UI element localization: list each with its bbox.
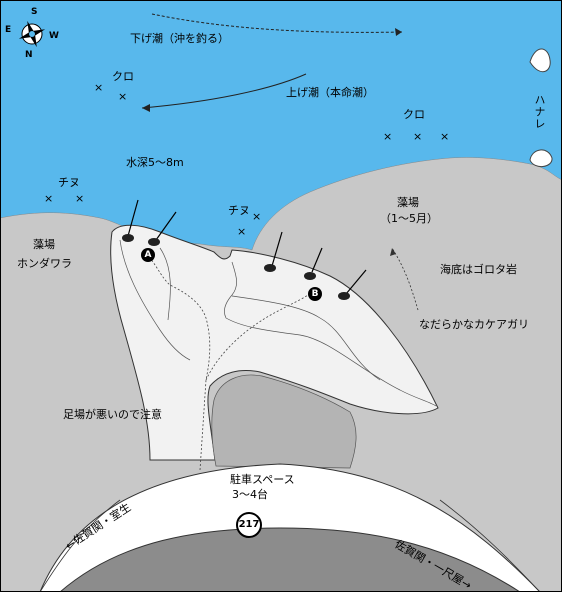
slope-label: なだらかなカケアガリ	[419, 318, 529, 331]
falling-tide-arrow	[151, 13, 403, 33]
fish-marker: ×	[118, 90, 128, 103]
falling-tide-label: 下げ潮（沖を釣る）	[130, 32, 229, 45]
offshore-rock-2	[529, 149, 553, 167]
contour-line-1	[119, 239, 191, 361]
route-217-shield: 217	[236, 512, 262, 538]
fish-marker: ×	[252, 210, 262, 223]
rocky-peninsula	[110, 224, 439, 461]
compass-east: E	[5, 25, 12, 35]
compass-south: S	[31, 7, 38, 17]
water-depth-label: 水深5～8m	[126, 156, 184, 169]
road-217	[59, 527, 521, 592]
fish-marker: ×	[75, 192, 85, 205]
fish-marker: ×	[383, 130, 393, 143]
headland-label: ハナレ	[533, 94, 546, 130]
seabed-label: 海底はゴロタ岩	[440, 263, 517, 276]
seaweed-left-type: ホンダワラ	[17, 257, 72, 270]
fish-marker: ×	[44, 192, 54, 205]
fish-chinu-left: チヌ	[58, 176, 80, 189]
parking-title: 駐車スペース	[230, 473, 295, 486]
fish-kuro-right: クロ	[403, 108, 425, 121]
compass-rose	[18, 20, 46, 48]
compass-west: W	[49, 31, 59, 41]
road-edge-right	[439, 499, 541, 592]
seaweed-right-title: 藻場	[397, 196, 419, 209]
fishing-spot-a: A	[141, 248, 155, 262]
inner-hollow	[211, 374, 357, 469]
fish-kuro-left: クロ	[112, 70, 134, 83]
anglers	[122, 234, 350, 300]
slope-arrowhead	[390, 248, 396, 256]
fish-marker: ×	[94, 81, 104, 94]
contour-line-2	[159, 247, 171, 321]
rising-tide-arrowhead	[142, 104, 150, 112]
fish-marker: ×	[440, 130, 450, 143]
contour-line-3	[224, 261, 437, 407]
falling-tide-arrowhead	[395, 28, 402, 36]
walking-path	[149, 257, 211, 471]
rising-tide-label: 上げ潮（本命潮）	[286, 86, 374, 99]
rising-tide-arrow	[141, 73, 307, 109]
footing-warning: 足場が悪いので注意	[63, 408, 162, 421]
contour-line-4	[231, 295, 381, 381]
fish-marker: ×	[237, 225, 247, 238]
fish-marker: ×	[413, 130, 423, 143]
offshore-rock-1	[529, 48, 551, 73]
seaweed-right-season: （1～5月）	[380, 212, 438, 225]
road-edge-left	[39, 499, 121, 592]
walking-path-branch	[205, 291, 313, 381]
fishing-spot-b: B	[308, 287, 322, 301]
fishing-rods	[127, 199, 367, 295]
compass-north: N	[25, 50, 33, 60]
seaweed-left-title: 藻場	[33, 238, 55, 251]
parking-capacity: 3～4台	[232, 488, 268, 501]
fish-chinu-center: チヌ	[228, 204, 250, 217]
